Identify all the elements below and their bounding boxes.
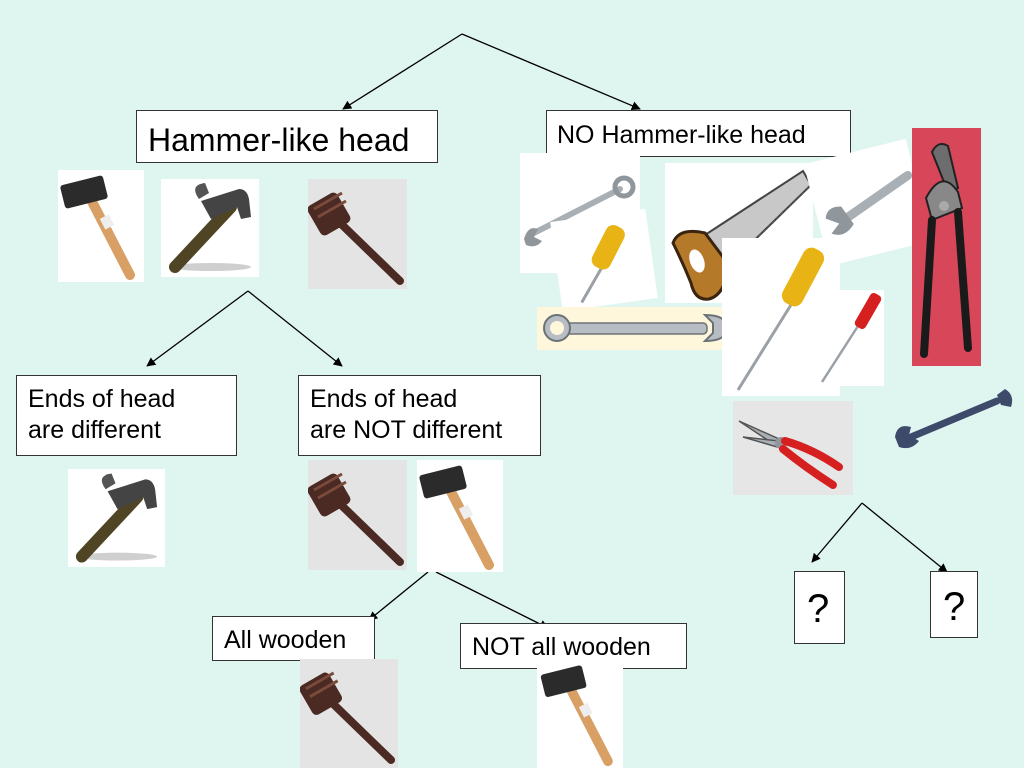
screwdriver-icon (550, 208, 658, 312)
adjustable-wrench-icon (803, 138, 932, 267)
rubber-mallet-icon (58, 170, 144, 282)
label-hammer-like-head: Hammer-like head (136, 110, 438, 163)
label-text: NOT all wooden (472, 633, 651, 661)
label-line-1: Ends of head (28, 385, 176, 413)
rubber-mallet-icon (417, 460, 503, 572)
label-line-2: are NOT different (310, 416, 503, 445)
arrow-root-right (461, 33, 641, 111)
label-text: ? (943, 585, 966, 629)
arrow-nohammer-left (811, 502, 863, 563)
pliers-icon (733, 401, 853, 495)
label-unknown-left: ? (794, 571, 845, 644)
combination-wrench-icon (537, 307, 733, 350)
arrow-nohammer-right (861, 502, 948, 573)
label-line-1: Ends of head (310, 385, 458, 413)
arrow-hammer-right (247, 290, 343, 367)
arrow-hammer-left (146, 290, 249, 367)
wrench-icon (893, 383, 1015, 453)
label-text: ? (807, 587, 830, 631)
label-all-wooden: All wooden (212, 616, 375, 661)
wooden-gavel-icon (308, 179, 407, 289)
label-text: All wooden (224, 626, 347, 654)
arrow-root-left (342, 33, 463, 110)
screwdriver-icon (812, 290, 884, 386)
claw-hammer-icon (68, 469, 165, 567)
label-unknown-right: ? (930, 571, 978, 638)
rubber-mallet-icon (537, 660, 623, 768)
label-ends-not-different: Ends of head are NOT different (298, 375, 541, 456)
label-text: Hammer-like head (148, 122, 410, 158)
wooden-gavel-icon (300, 659, 398, 768)
channel-lock-pliers-icon (912, 128, 981, 366)
label-line-2: are different (28, 416, 161, 445)
label-text: NO Hammer-like head (557, 121, 806, 149)
arrow-ends-left (368, 571, 429, 621)
claw-hammer-icon (161, 179, 259, 277)
arrow-ends-right (435, 571, 549, 629)
label-no-hammer-like-head: NO Hammer-like head (546, 110, 851, 157)
wooden-gavel-icon (308, 460, 407, 570)
label-ends-different: Ends of head are different (16, 375, 237, 456)
